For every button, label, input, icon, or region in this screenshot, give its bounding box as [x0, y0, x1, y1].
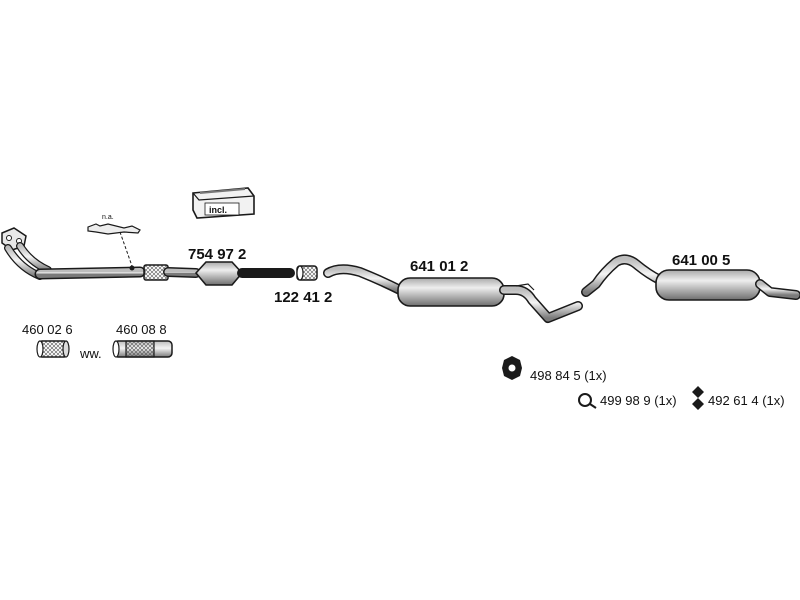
ring-label: 499 98 9 (1x) [600, 393, 677, 408]
repair-pipe-b-label: 460 08 8 [116, 322, 167, 337]
repair-pipe-b: 460 08 8 [112, 322, 173, 358]
repair-pipe-a-label: 460 02 6 [22, 322, 73, 337]
pipe-connector: 122 41 2 [274, 265, 332, 306]
clamp-icon [692, 386, 704, 410]
centre-silencer-label: 641 01 2 [410, 258, 468, 275]
incl-note: incl. [209, 205, 227, 215]
centre-silencer-box [397, 277, 505, 307]
lambda-sensor: n.a. [87, 214, 141, 271]
ww-note: ww. [79, 346, 102, 361]
rear-silencer-label: 641 00 5 [672, 252, 730, 269]
rear-silencer-box [655, 269, 761, 301]
fitting-kit: incl. [192, 187, 255, 219]
ring-part: 499 98 9 (1x) [578, 393, 677, 409]
hanger-part: 498 84 5 (1x) [502, 356, 607, 383]
repair-pipe-a: 460 02 6 [22, 322, 73, 358]
clamp-label: 492 61 4 (1x) [708, 393, 785, 408]
centre-silencer: 641 01 2 [323, 258, 583, 323]
clamp-part: 492 61 4 (1x) [692, 386, 785, 410]
ring-icon [578, 393, 592, 407]
catalytic-converter-label: 754 97 2 [188, 246, 246, 263]
na-note: n.a. [102, 214, 114, 221]
front-pipe [1, 227, 201, 281]
rear-silencer: 641 00 5 [581, 252, 800, 301]
connector-label: 122 41 2 [274, 289, 332, 306]
hanger-label: 498 84 5 (1x) [530, 368, 607, 383]
catalytic-converter: 754 97 2 [188, 246, 295, 286]
